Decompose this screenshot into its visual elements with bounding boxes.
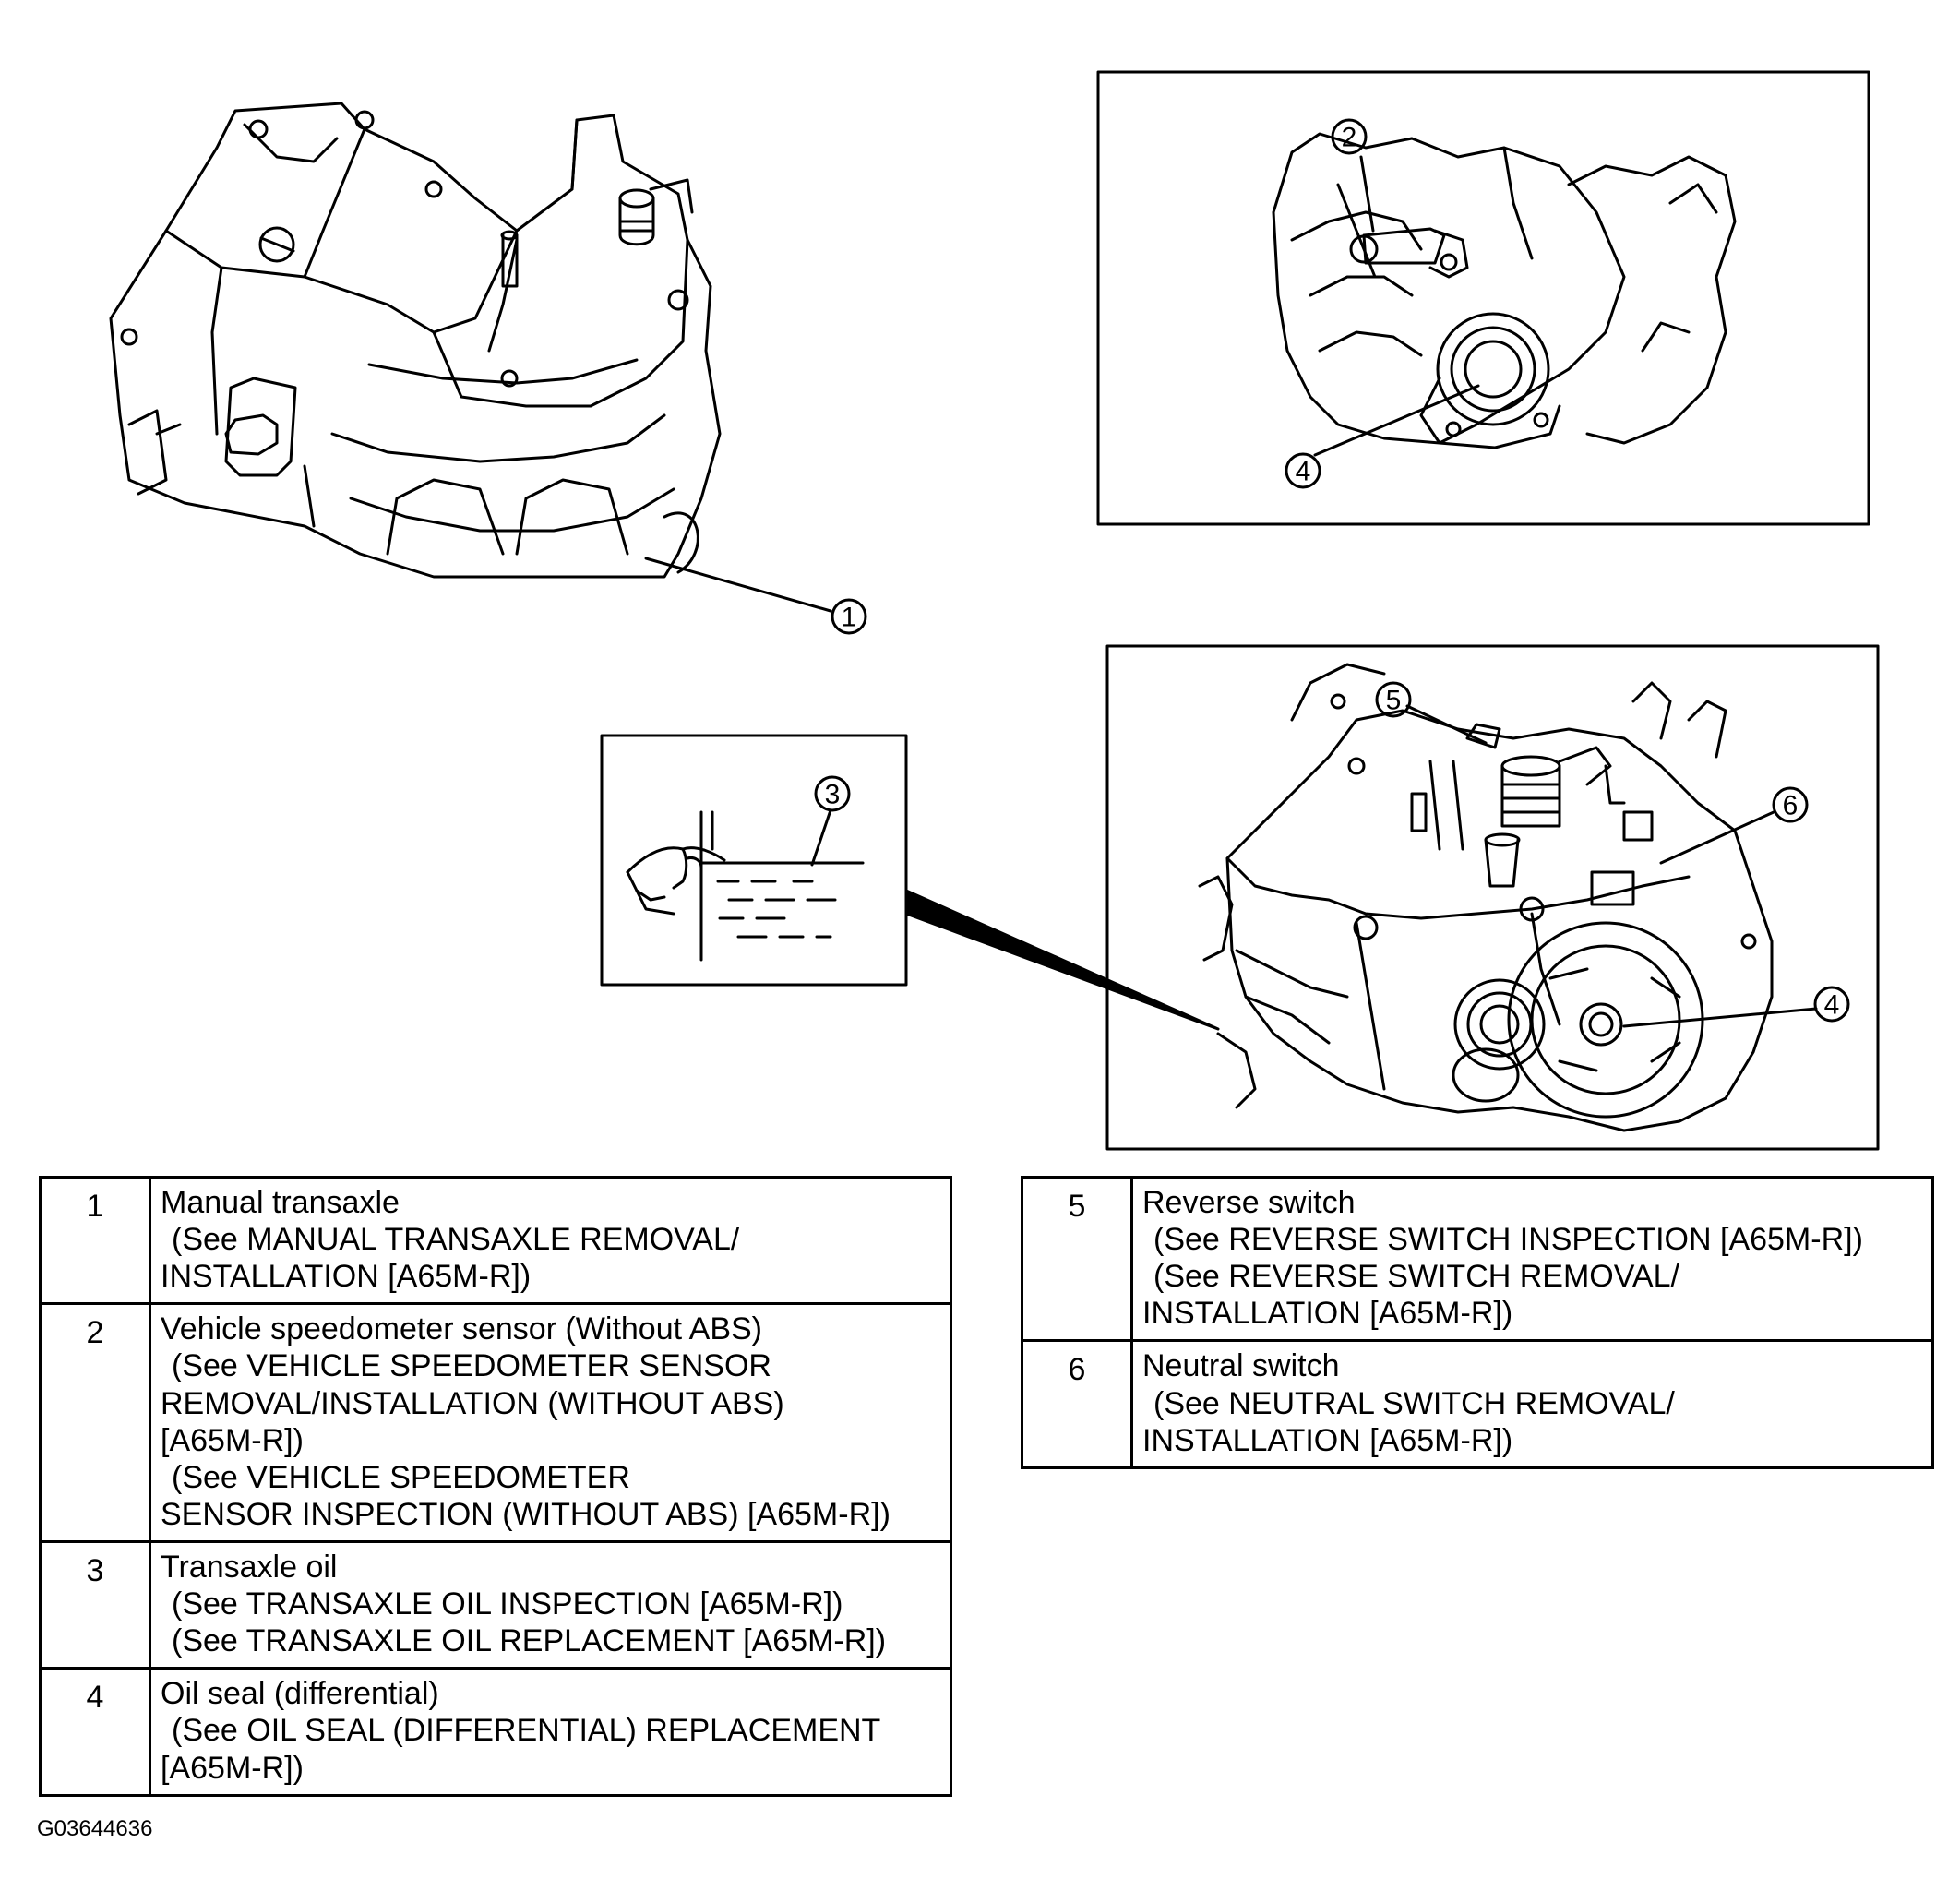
callout-1: 1: [842, 603, 857, 633]
item-reference[interactable]: (See NEUTRAL SWITCH REMOVAL/: [1153, 1385, 1675, 1421]
item-reference[interactable]: (See VEHICLE SPEEDOMETER SENSOR: [172, 1348, 771, 1384]
item-number: 2: [39, 1302, 151, 1543]
table-row: 3 Transaxle oil (See TRANSAXLE OIL INSPE…: [39, 1539, 952, 1670]
item-description: Vehicle speedometer sensor (Without ABS)…: [149, 1302, 952, 1543]
parts-table-right: 5 Reverse switch (See REVERSE SWITCH INS…: [1021, 1175, 1934, 1469]
callout-4-upper: 4: [1296, 457, 1311, 487]
item-number: 1: [39, 1175, 151, 1306]
item-name: Manual transaxle: [161, 1185, 400, 1220]
item-description: Oil seal (differential) (See OIL SEAL (D…: [149, 1667, 952, 1797]
table-row: 5 Reverse switch (See REVERSE SWITCH INS…: [1021, 1175, 1934, 1343]
item-description: Neutral switch (See NEUTRAL SWITCH REMOV…: [1130, 1339, 1934, 1469]
table-row: 2 Vehicle speedometer sensor (Without AB…: [39, 1302, 952, 1543]
item-number: 6: [1021, 1339, 1133, 1469]
oil-level-inset: [600, 734, 908, 987]
table-row: 1 Manual transaxle (See MANUAL TRANSAXLE…: [39, 1175, 952, 1306]
item-number: 3: [39, 1539, 151, 1670]
item-name: Neutral switch: [1142, 1348, 1340, 1384]
callout-3: 3: [825, 780, 841, 810]
item-description: Reverse switch (See REVERSE SWITCH INSPE…: [1130, 1175, 1934, 1343]
item-reference[interactable]: (See REVERSE SWITCH REMOVAL/: [1153, 1259, 1679, 1295]
item-reference[interactable]: (See TRANSAXLE OIL INSPECTION [A65M-R]): [172, 1586, 843, 1622]
callout-4-lower: 4: [1824, 990, 1840, 1021]
item-name: Vehicle speedometer sensor (Without ABS): [161, 1311, 762, 1347]
item-reference[interactable]: INSTALLATION [A65M-R]): [161, 1259, 532, 1295]
figure-id: G03644636: [37, 1816, 153, 1841]
item-number: 4: [39, 1667, 151, 1797]
item-description: Transaxle oil (See TRANSAXLE OIL INSPECT…: [149, 1539, 952, 1670]
item-number: 5: [1021, 1175, 1133, 1343]
item-reference[interactable]: [A65M-R]): [161, 1750, 304, 1786]
item-reference[interactable]: REMOVAL/INSTALLATION (WITHOUT ABS): [161, 1385, 784, 1421]
item-name: Transaxle oil: [161, 1549, 338, 1585]
item-name: Reverse switch: [1142, 1185, 1356, 1220]
table-row: 6 Neutral switch (See NEUTRAL SWITCH REM…: [1021, 1339, 1934, 1469]
item-description: Manual transaxle (See MANUAL TRANSAXLE R…: [149, 1175, 952, 1306]
callout-6: 6: [1783, 791, 1799, 821]
item-reference[interactable]: (See REVERSE SWITCH INSPECTION [A65M-R]): [1153, 1222, 1863, 1258]
item-reference[interactable]: INSTALLATION [A65M-R]): [1142, 1296, 1513, 1332]
callout-5: 5: [1386, 686, 1402, 716]
item-reference[interactable]: (See VEHICLE SPEEDOMETER: [172, 1459, 630, 1495]
callout-2: 2: [1342, 123, 1357, 153]
item-reference[interactable]: [A65M-R]): [161, 1422, 304, 1458]
switches-inset: [1105, 644, 1880, 1151]
speedometer-sensor-inset: [1096, 70, 1870, 526]
item-reference[interactable]: INSTALLATION [A65M-R]): [1142, 1422, 1513, 1458]
item-reference[interactable]: (See TRANSAXLE OIL REPLACEMENT [A65M-R]): [172, 1623, 887, 1659]
manual-transaxle-drawing: [109, 102, 867, 635]
oil-inset-pointer: [904, 889, 1220, 1031]
item-reference[interactable]: SENSOR INSPECTION (WITHOUT ABS) [A65M-R]…: [161, 1496, 890, 1532]
table-row: 4 Oil seal (differential) (See OIL SEAL …: [39, 1667, 952, 1797]
item-name: Oil seal (differential): [161, 1676, 439, 1712]
item-reference[interactable]: (See MANUAL TRANSAXLE REMOVAL/: [172, 1222, 740, 1258]
parts-table-left: 1 Manual transaxle (See MANUAL TRANSAXLE…: [39, 1175, 952, 1797]
item-reference[interactable]: (See OIL SEAL (DIFFERENTIAL) REPLACEMENT: [172, 1713, 881, 1749]
